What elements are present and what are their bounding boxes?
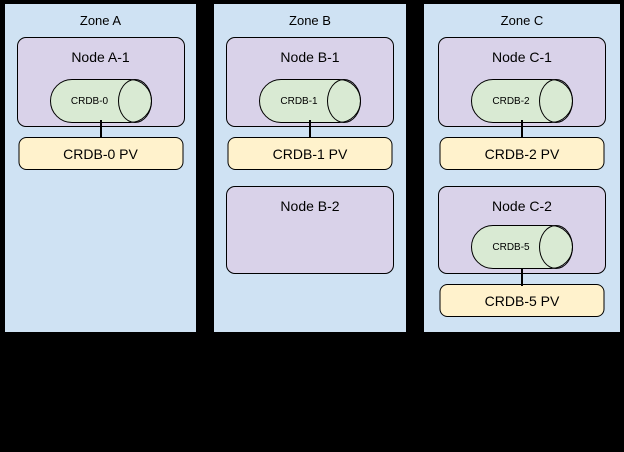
cylinder-cap-icon	[539, 224, 574, 269]
connector-crdb-0-to-pv	[99, 120, 102, 138]
zone-b-title: Zone B	[289, 13, 331, 28]
node-a-1: Node A-1 CRDB-0	[16, 37, 185, 127]
pv-crdb-1: CRDB-1 PV	[227, 137, 393, 170]
zone-c-title: Zone C	[500, 13, 544, 28]
cylinder-crdb-2: CRDB-2	[471, 78, 574, 123]
zone-a: Zone A Node A-1 CRDB-0 CRDB-0 PV	[3, 2, 198, 334]
zone-a-title: Zone A	[79, 13, 122, 28]
node-b-1: Node B-1 CRDB-1	[226, 37, 394, 127]
node-c-2-title: Node C-2	[492, 198, 552, 214]
pv-crdb-5: CRDB-5 PV	[439, 284, 605, 317]
node-c-1-title: Node C-1	[492, 49, 552, 65]
pv-crdb-2-label: CRDB-2 PV	[484, 145, 560, 162]
connector-crdb-5-to-pv	[521, 268, 523, 286]
cylinder-crdb-2-label: CRDB-2	[492, 95, 530, 107]
connector-crdb-1-to-pv	[309, 120, 311, 138]
cylinder-crdb-0-label: CRDB-0	[70, 95, 109, 107]
node-b-1-title: Node B-1	[280, 49, 340, 65]
node-a-1-title: Node A-1	[71, 49, 130, 65]
zone-b: Zone B Node B-1 CRDB-1 CRDB-1 PV Node B-…	[212, 2, 408, 334]
cylinder-cap-icon	[117, 78, 152, 123]
cylinder-crdb-1: CRDB-1	[259, 78, 362, 123]
zone-c: Zone C Node C-1 CRDB-2 CRDB-2 PV Node C-…	[422, 2, 622, 334]
pv-crdb-0-label: CRDB-0 PV	[63, 145, 138, 162]
cylinder-crdb-5: CRDB-5	[471, 224, 574, 269]
pv-crdb-5-label: CRDB-5 PV	[484, 292, 560, 309]
pv-crdb-2: CRDB-2 PV	[439, 137, 605, 170]
pv-crdb-1-label: CRDB-1 PV	[272, 145, 348, 162]
node-b-2-title: Node B-2	[280, 198, 340, 214]
connector-crdb-2-to-pv	[521, 120, 523, 138]
cylinder-crdb-0: CRDB-0	[49, 78, 152, 123]
cylinder-crdb-5-label: CRDB-5	[492, 241, 530, 253]
node-c-2: Node C-2 CRDB-5	[438, 186, 606, 274]
cylinder-crdb-1-label: CRDB-1	[280, 95, 318, 107]
node-b-2: Node B-2	[226, 186, 394, 274]
pv-crdb-0: CRDB-0 PV	[18, 137, 183, 170]
cylinder-cap-icon	[539, 78, 574, 123]
node-c-1: Node C-1 CRDB-2	[438, 37, 606, 127]
cylinder-cap-icon	[327, 78, 362, 123]
